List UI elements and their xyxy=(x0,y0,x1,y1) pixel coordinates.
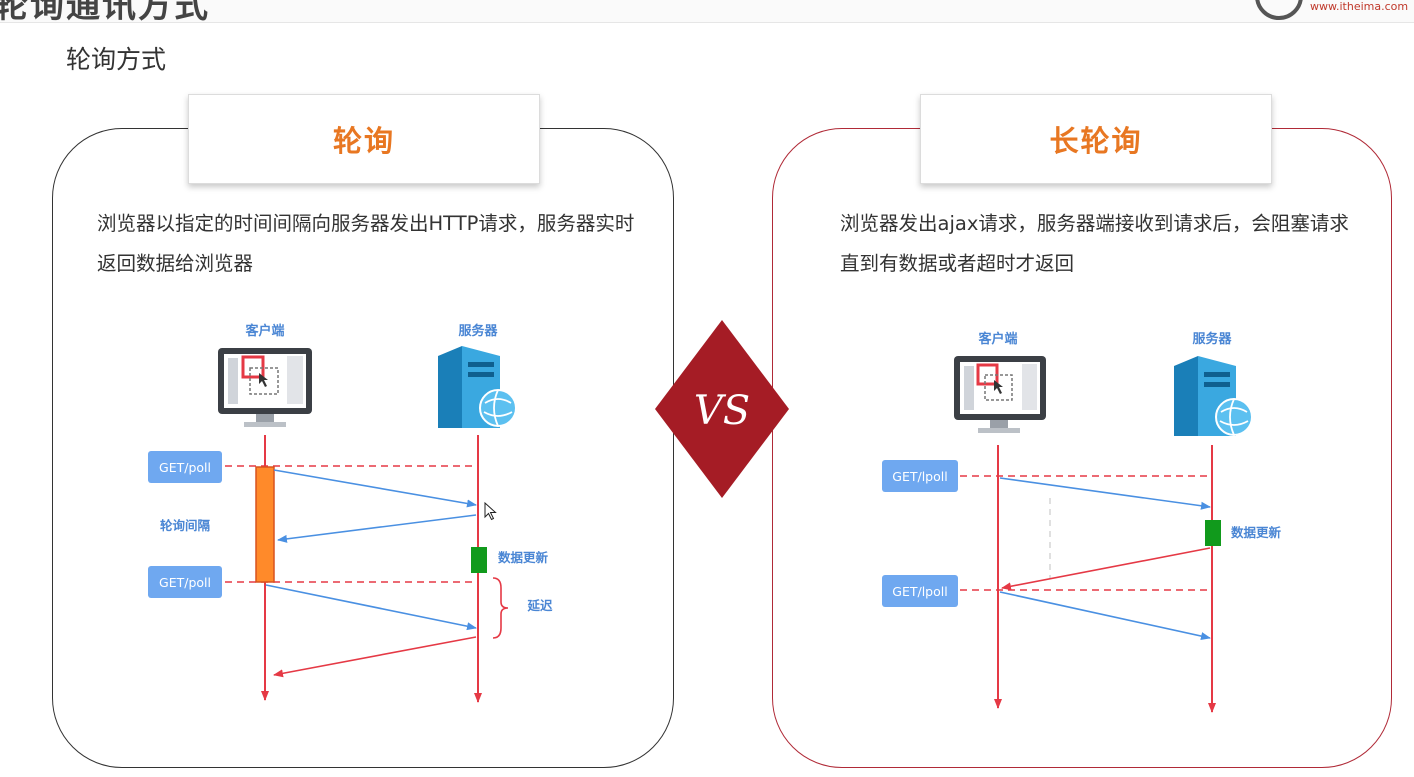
request-badge-label: GET/poll xyxy=(159,460,211,475)
data-update-label: 数据更新 xyxy=(1230,525,1282,540)
slide-header-strip: 轮询通讯方式 www.itheima.com xyxy=(0,0,1414,23)
client-label: 客户端 xyxy=(245,323,284,339)
request-badge-label: GET/lpoll xyxy=(892,469,947,484)
data-update-block xyxy=(471,547,487,573)
long-polling-title: 长轮询 xyxy=(920,94,1272,184)
response-arrow xyxy=(277,514,477,543)
request-arrow xyxy=(265,584,477,631)
delay-label: 延迟 xyxy=(526,598,553,613)
client-label: 客户端 xyxy=(978,331,1017,347)
request-badge xyxy=(148,451,222,483)
mouse-cursor-icon xyxy=(484,501,497,521)
delay-brace xyxy=(492,577,509,639)
request-badge xyxy=(148,566,222,598)
long-polling-panel xyxy=(772,128,1392,768)
polling-diagram: 客户端 服务器 GET/p xyxy=(148,323,553,703)
long-polling-diagram: 客户端 服务器 xyxy=(882,331,1282,713)
vs-badge: VS xyxy=(655,320,789,498)
slide-header-title: 轮询通讯方式 xyxy=(0,0,210,23)
data-update-block xyxy=(1205,520,1221,546)
section-title: 轮询方式 xyxy=(66,45,167,74)
request-badge xyxy=(882,460,958,492)
server-icon xyxy=(1174,356,1253,436)
request-arrow xyxy=(273,469,477,508)
long-polling-description: 浏览器发出ajax请求，服务器端接收到请求后，会阻塞请求直到有数据或者超时才返回 xyxy=(840,212,1349,275)
data-update-label: 数据更新 xyxy=(497,550,549,565)
polling-description: 浏览器以指定的时间间隔向服务器发出HTTP请求，服务器实时返回数据给浏览器 xyxy=(97,212,635,275)
request-badge-label: GET/lpoll xyxy=(892,584,947,599)
request-badge-label: GET/poll xyxy=(159,575,211,590)
vs-label: VS xyxy=(694,388,750,434)
request-arrow xyxy=(999,477,1211,510)
interval-label: 轮询间隔 xyxy=(160,518,211,533)
request-badge xyxy=(882,575,958,607)
server-label: 服务器 xyxy=(1192,331,1232,347)
server-icon xyxy=(438,346,517,428)
monitor-icon xyxy=(218,348,312,427)
logo-text: www.itheima.com xyxy=(1310,0,1409,13)
server-label: 服务器 xyxy=(458,323,498,339)
monitor-icon xyxy=(954,356,1046,433)
response-arrow xyxy=(273,636,477,678)
polling-title: 轮询 xyxy=(188,94,540,184)
response-arrow xyxy=(1001,547,1211,591)
polling-interval-bar xyxy=(255,466,275,583)
request-arrow xyxy=(999,591,1211,640)
